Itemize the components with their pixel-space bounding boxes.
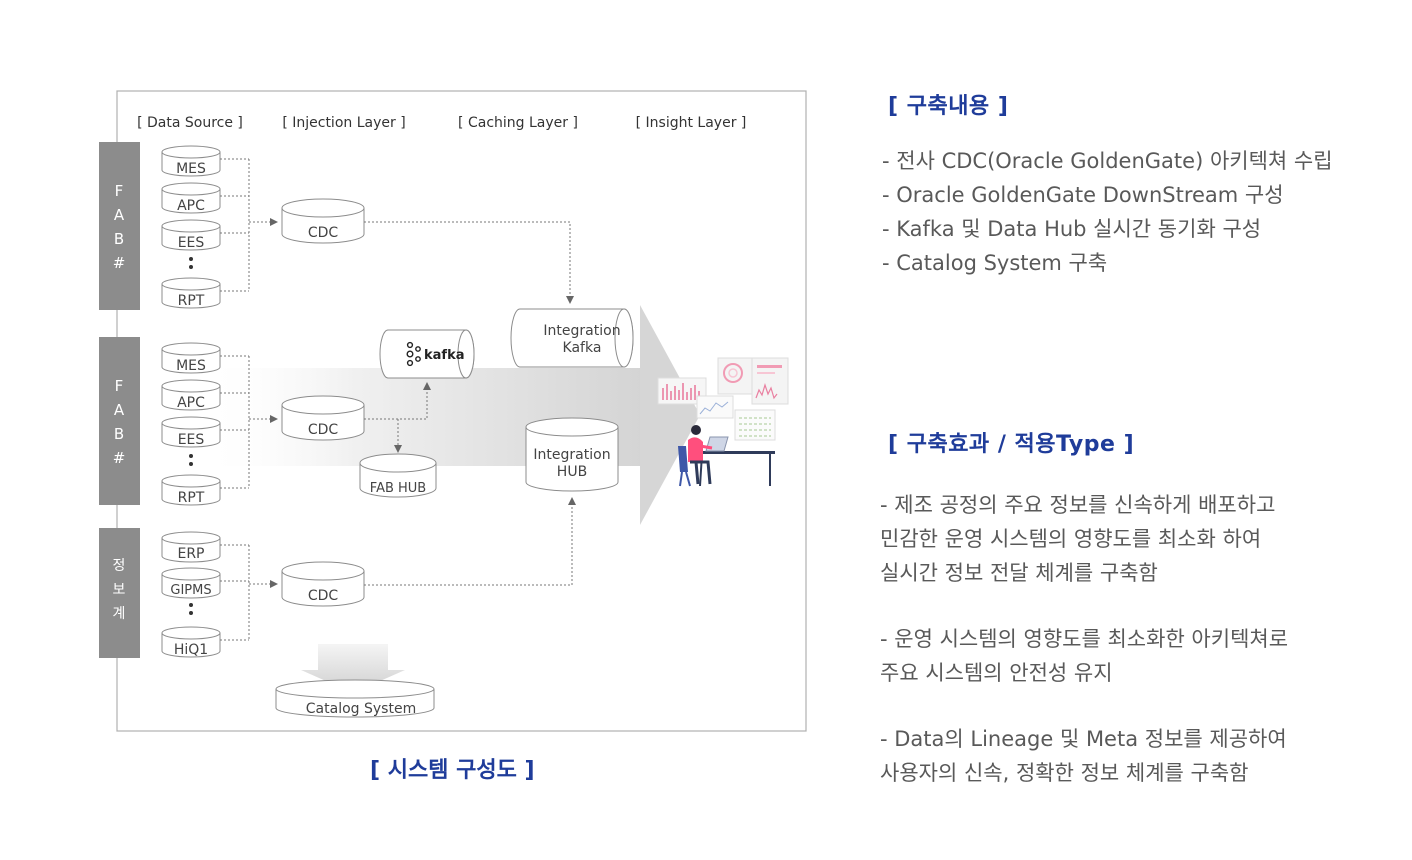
svg-text:CDC: CDC xyxy=(308,588,339,604)
source-db-rpt: RPT xyxy=(161,474,221,506)
cdc-db-3: CDC xyxy=(281,561,365,607)
person-at-desk-illustration xyxy=(678,425,775,487)
layer-injection: [ Injection Layer ] xyxy=(282,115,405,131)
svg-text:MES: MES xyxy=(176,358,206,374)
svg-text:Kafka: Kafka xyxy=(563,340,602,356)
svg-text:APC: APC xyxy=(177,395,205,411)
fab-hub-db: FAB HUB xyxy=(359,453,437,498)
svg-text:FAB HUB: FAB HUB xyxy=(370,481,426,496)
kafka-cluster xyxy=(379,329,475,379)
connector-cdc2-kafka xyxy=(364,382,431,420)
source-db-ees: EES xyxy=(161,416,221,448)
kafka-label: kafka xyxy=(424,348,465,363)
svg-text:Integration: Integration xyxy=(533,447,610,463)
text-line: 주요 시스템의 안전성 유지 xyxy=(880,661,1113,685)
text-line: 실시간 정보 전달 체계를 구축함 xyxy=(880,561,1158,585)
svg-text:CDC: CDC xyxy=(308,225,339,241)
text-line: 사용자의 신속, 정확한 정보 체계를 구축함 xyxy=(880,761,1249,785)
svg-text:Integration: Integration xyxy=(543,323,620,339)
source-db-apc: APC xyxy=(161,182,221,214)
list-item: - Catalog System 구축 xyxy=(882,251,1108,275)
side-label-fab-1: F A B # xyxy=(99,142,140,310)
connector-cdc1-kafka xyxy=(364,221,574,304)
kafka-icon xyxy=(406,341,421,367)
source-db-apc: APC xyxy=(161,379,221,411)
effects-title: [ 구축효과 / 적용Type ] xyxy=(888,432,1135,457)
effects-list: - 제조 공정의 주요 정보를 신속하게 배포하고 민감한 운영 시스템의 영향… xyxy=(880,488,1288,822)
effect-paragraph: - Data의 Lineage 및 Meta 정보를 제공하여 사용자의 신속,… xyxy=(880,722,1288,790)
connector-group-1 xyxy=(220,158,278,292)
text-line: - 제조 공정의 주요 정보를 신속하게 배포하고 xyxy=(880,493,1276,517)
list-item: - Oracle GoldenGate DownStream 구성 xyxy=(882,183,1284,207)
source-db-erp: ERP xyxy=(161,531,221,563)
layer-data-source: [ Data Source ] xyxy=(137,115,243,131)
side-label-info: 정 보 계 xyxy=(99,528,140,658)
integration-kafka: Integration Kafka xyxy=(510,308,634,368)
ellipsis-dots xyxy=(189,257,193,269)
svg-text:Catalog System: Catalog System xyxy=(306,701,416,717)
svg-text:F: F xyxy=(115,182,124,200)
svg-text:ERP: ERP xyxy=(177,546,204,562)
source-db-ees: EES xyxy=(161,219,221,251)
list-item: - 전사 CDC(Oracle GoldenGate) 아키텍쳐 수립 xyxy=(882,149,1333,173)
svg-text:#: # xyxy=(113,449,126,467)
svg-text:#: # xyxy=(113,254,126,272)
build-content-title: [ 구축내용 ] xyxy=(888,94,1009,119)
svg-text:정: 정 xyxy=(113,558,126,574)
svg-text:GIPMS: GIPMS xyxy=(170,583,211,598)
svg-text:EES: EES xyxy=(178,235,205,251)
layer-insight: [ Insight Layer ] xyxy=(636,115,747,131)
svg-text:B: B xyxy=(114,230,124,248)
dashboard-illustration xyxy=(657,357,789,441)
source-db-gipms: GIPMS xyxy=(161,567,221,599)
svg-text:RPT: RPT xyxy=(178,490,205,506)
layer-caching: [ Caching Layer ] xyxy=(458,115,578,131)
svg-text:MES: MES xyxy=(176,161,206,177)
connector-cdc3-hub xyxy=(364,497,576,586)
svg-text:보: 보 xyxy=(113,582,126,598)
svg-text:CDC: CDC xyxy=(308,422,339,438)
connector-group-2 xyxy=(220,355,278,489)
ellipsis-dots xyxy=(189,454,193,466)
svg-text:B: B xyxy=(114,425,124,443)
source-db-rpt: RPT xyxy=(161,277,221,309)
side-label-fab-2: F A B # xyxy=(99,337,140,505)
svg-text:A: A xyxy=(114,206,125,224)
svg-text:HUB: HUB xyxy=(557,464,587,480)
build-content-list: - 전사 CDC(Oracle GoldenGate) 아키텍쳐 수립 - Or… xyxy=(882,144,1333,280)
cdc-db-1: CDC xyxy=(281,198,365,244)
effect-paragraph: - 운영 시스템의 영향도를 최소화한 아키텍쳐로 주요 시스템의 안전성 유지 xyxy=(880,622,1288,690)
svg-text:EES: EES xyxy=(178,432,205,448)
text-line: 민감한 운영 시스템의 영향도를 최소화 하여 xyxy=(880,527,1262,551)
diagram-caption: [ 시스템 구성도 ] xyxy=(370,758,535,783)
svg-text:A: A xyxy=(114,401,125,419)
cdc-db-2: CDC xyxy=(281,395,365,441)
catalog-system-db: Catalog System xyxy=(275,679,435,718)
list-item: - Kafka 및 Data Hub 실시간 동기화 구성 xyxy=(882,217,1262,241)
svg-text:RPT: RPT xyxy=(178,293,205,309)
svg-text:APC: APC xyxy=(177,198,205,214)
text-line: - 운영 시스템의 영향도를 최소화한 아키텍쳐로 xyxy=(880,627,1289,651)
source-db-mes: MES xyxy=(161,342,221,374)
svg-text:계: 계 xyxy=(113,606,126,622)
ellipsis-dots xyxy=(189,603,193,615)
integration-hub: Integration HUB xyxy=(525,417,619,492)
effect-paragraph: - 제조 공정의 주요 정보를 신속하게 배포하고 민감한 운영 시스템의 영향… xyxy=(880,488,1288,590)
svg-text:HiQ1: HiQ1 xyxy=(174,642,208,658)
svg-text:F: F xyxy=(115,377,124,395)
connector-group-3 xyxy=(220,544,278,641)
source-db-hiq1: HiQ1 xyxy=(161,626,221,658)
source-db-mes: MES xyxy=(161,145,221,177)
text-line: - Data의 Lineage 및 Meta 정보를 제공하여 xyxy=(880,727,1287,751)
